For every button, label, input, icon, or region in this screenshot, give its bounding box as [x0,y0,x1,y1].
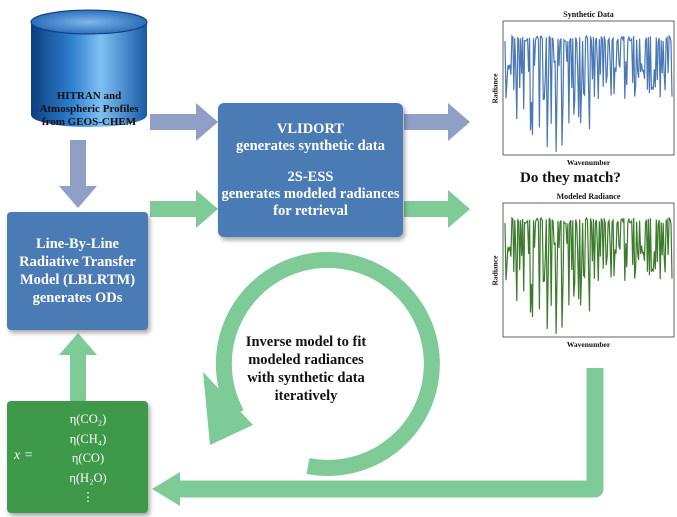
vlidort-ess-box: VLIDORT generates synthetic data 2S-ESS … [218,103,403,237]
database-label-line: Atmospheric Profiles [39,103,139,115]
synthetic-y-label: Radiance [490,73,500,104]
state-vector-entry: η(CH₄) [69,431,107,446]
state-vector-entry: η(H₂O) [69,470,107,485]
synthetic-x-label: Wavenumber [566,158,611,167]
synthetic-plot-title: Synthetic Data [563,10,614,19]
iteration-cycle-arrow [215,251,440,476]
arrow-vector-to-lblrtm [59,333,97,401]
match-question: Do they match? [520,170,621,186]
database-label: HITRAN and Atmospheric Profiles from GEO… [30,90,148,129]
state-vector-entry: η(CO₂) [69,412,107,426]
database-label-line: HITRAN and [56,90,122,102]
arrow-lblrtm-to-vlidort [150,190,218,228]
lblrtm-line: Line-By-Line [36,236,119,252]
inverse-model-line: with synthetic data [247,370,365,386]
vlidort-title: VLIDORT [276,120,345,137]
arrow-ess-to-modeled [404,190,470,228]
synthetic-radiance-line [504,34,673,152]
state-vector-lhs: x = [14,448,34,463]
modeled-y-label: Radiance [490,255,500,286]
iteration-cycle-arrowhead [203,372,253,445]
inverse-model-line: Inverse model to fit [245,334,367,350]
lblrtm-line: Radiative Transfer [19,254,136,270]
arrow-feedback-head [152,472,180,506]
arrow-feedback-loop [178,368,604,498]
vlidort-desc: generates synthetic data [235,137,385,154]
state-vector-entry: η(CO) [71,451,105,465]
arrow-db-to-lblrtm [59,140,97,208]
synthetic-plot [502,20,675,156]
database-cylinder-icon [30,9,148,127]
state-vector-entries: η(CO₂) η(CH₄) η(CO) η(H₂O) ⋮ [52,410,124,508]
inverse-model-line: iteratively [274,388,338,404]
state-vector-entry: ⋮ [81,490,95,504]
lblrtm-line: Model (LBLRTM) [19,272,136,288]
database-label-line: from GEOS-CHEM [41,116,137,128]
modeled-radiance-line [504,216,673,334]
arrow-vlidort-to-synthetic [404,103,470,141]
modeled-plot [502,202,675,338]
ess-desc: for retrieval [273,202,348,219]
modeled-x-label: Wavenumber [566,340,611,349]
lblrtm-box: Line-By-Line Radiative Transfer Model (L… [7,212,148,330]
inverse-model-line: modeled radiances [248,352,364,368]
inverse-model-text: Inverse model to fit modeled radiances w… [233,333,379,405]
modeled-plot-title: Modeled Radiance [556,192,621,201]
ess-title: 2S-ESS [287,168,334,185]
lblrtm-line: generates ODs [32,290,123,306]
state-vector-box [7,401,148,513]
arrow-db-to-vlidort [150,103,218,141]
ess-desc: generates modeled radiances [221,185,400,202]
